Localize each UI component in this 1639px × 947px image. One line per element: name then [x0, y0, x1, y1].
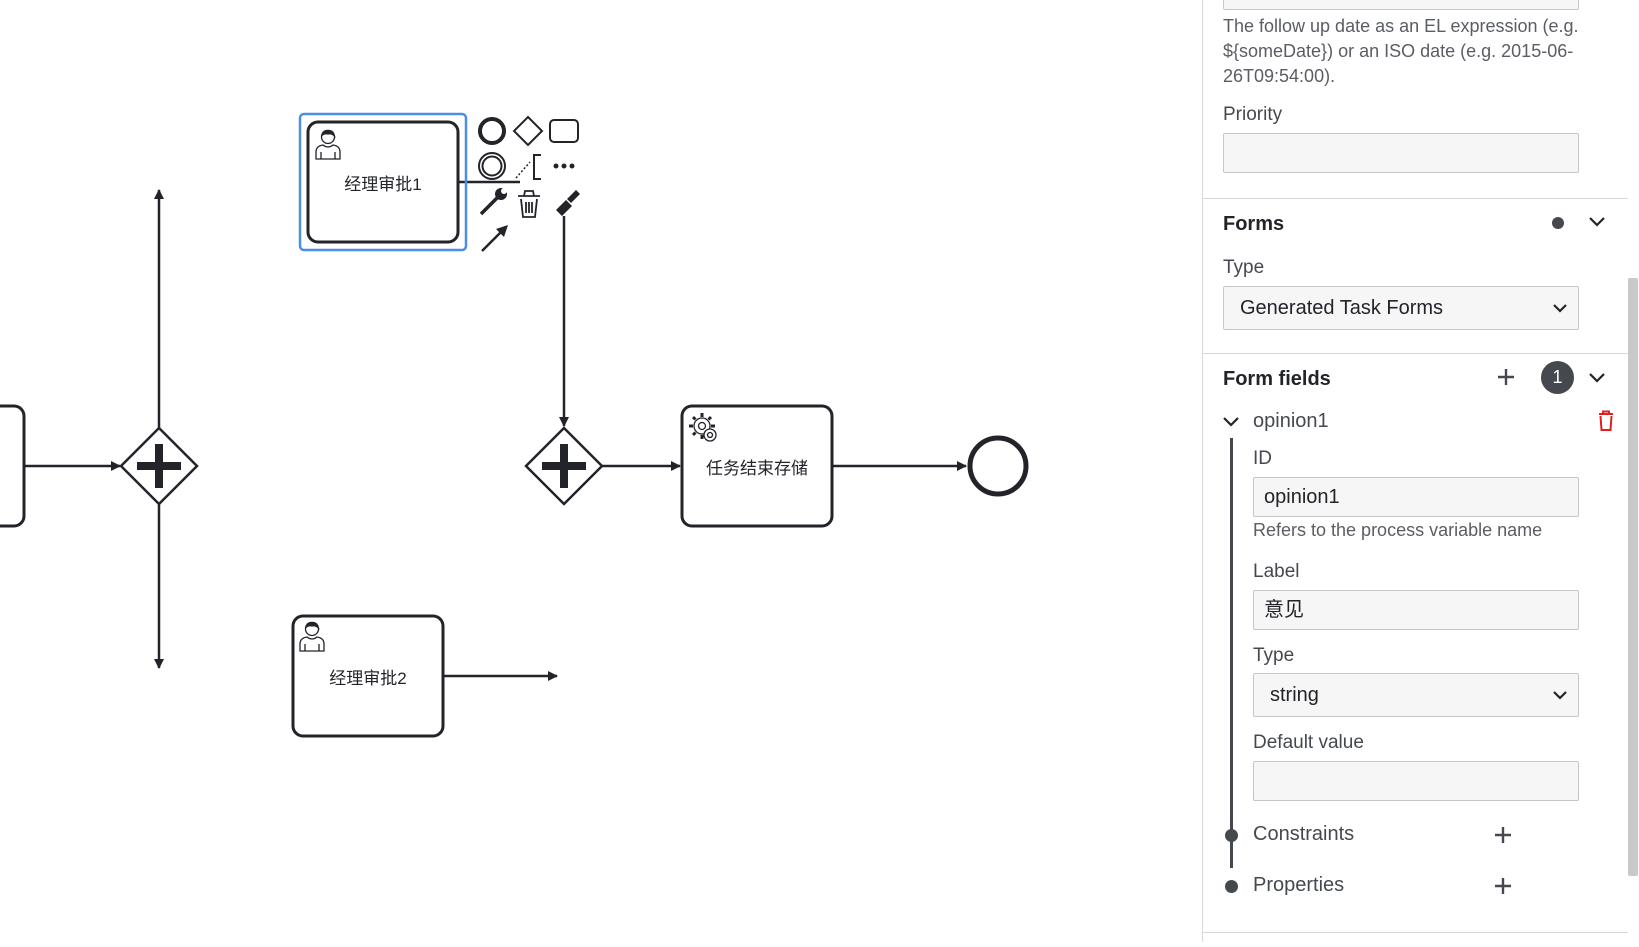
forms-type-select[interactable]: Generated Task Forms — [1223, 286, 1579, 330]
chevron-down-icon[interactable] — [1587, 214, 1607, 230]
follow-up-date-hint: The follow up date as an EL expression (… — [1223, 16, 1579, 86]
selection-outline — [298, 112, 468, 252]
field-type-select[interactable]: string — [1253, 673, 1579, 717]
parallel-gateway-split[interactable] — [119, 426, 199, 506]
forms-indicator-dot — [1552, 217, 1564, 229]
user-icon — [315, 129, 341, 160]
append-end-event-icon[interactable] — [478, 117, 506, 145]
parallel-gateway-join[interactable] — [524, 426, 604, 506]
connect-arrow-icon[interactable] — [481, 225, 508, 252]
wrench-icon[interactable] — [479, 188, 507, 216]
field-default-input[interactable] — [1253, 761, 1579, 801]
add-property-icon[interactable] — [1493, 876, 1513, 896]
field-label-label: Label — [1253, 561, 1300, 582]
priority-input[interactable] — [1223, 133, 1579, 173]
forms-header[interactable]: Forms — [1223, 213, 1285, 235]
divider — [1203, 932, 1628, 933]
add-constraint-icon[interactable] — [1493, 825, 1513, 845]
delete-icon[interactable] — [1597, 410, 1615, 432]
gear-icon — [689, 413, 717, 442]
tree-node-dot — [1225, 829, 1238, 842]
service-task[interactable] — [680, 404, 834, 528]
chevron-down-icon[interactable] — [1587, 370, 1607, 386]
append-text-annotation-icon[interactable] — [515, 154, 541, 180]
tree-node-dot — [1225, 880, 1238, 893]
append-gateway-icon[interactable] — [512, 115, 544, 147]
priority-label: Priority — [1223, 104, 1283, 125]
panel-scrollbar[interactable] — [1628, 278, 1638, 876]
append-task-icon[interactable] — [549, 119, 579, 143]
bpmn-diagram — [0, 112, 1029, 738]
field-type-value: string — [1270, 684, 1319, 706]
sequence-flows — [24, 180, 967, 681]
field-label-input[interactable]: 意见 — [1253, 590, 1579, 630]
follow-up-date-input[interactable] — [1223, 0, 1579, 10]
constraints-label: Constraints — [1253, 823, 1355, 845]
field-type-label: Type — [1253, 645, 1295, 666]
user-icon — [299, 621, 325, 652]
form-fields-header[interactable]: Form fields — [1223, 368, 1331, 390]
end-event[interactable] — [967, 435, 1029, 497]
forms-type-value: Generated Task Forms — [1240, 297, 1444, 319]
form-fields-count-badge: 1 — [1541, 361, 1574, 394]
user-task-approval-2[interactable] — [291, 614, 445, 738]
more-options-icon[interactable] — [553, 163, 575, 169]
form-field-name[interactable]: opinion1 — [1253, 410, 1329, 432]
user-task-approval-1[interactable] — [306, 120, 460, 244]
context-pad — [478, 115, 580, 252]
divider — [1203, 353, 1628, 354]
append-intermediate-event-icon[interactable] — [478, 152, 506, 180]
divider — [1203, 198, 1628, 199]
properties-label: Properties — [1253, 874, 1345, 896]
partial-task[interactable] — [0, 404, 26, 528]
field-default-label: Default value — [1253, 732, 1364, 753]
forms-type-label: Type — [1223, 257, 1265, 278]
select-chevron-icon — [1553, 691, 1567, 700]
field-tree-line — [1230, 438, 1233, 868]
paint-brush-icon[interactable] — [556, 190, 580, 216]
bpmn-canvas[interactable]: 经理审批1 经理审批2 任务结束存储 — [0, 0, 1202, 942]
task-label-service: 任务结束存储 — [706, 459, 808, 478]
collapse-field-chevron-icon[interactable] — [1221, 414, 1241, 430]
field-id-label: ID — [1253, 448, 1272, 469]
trash-icon[interactable] — [518, 190, 540, 218]
select-chevron-icon — [1553, 304, 1567, 313]
properties-panel: The follow up date as an EL expression (… — [1202, 0, 1639, 942]
field-id-hint: Refers to the process variable name — [1253, 520, 1543, 540]
task-label-approval-2: 经理审批2 — [329, 669, 407, 688]
field-id-input[interactable]: opinion1 — [1253, 477, 1579, 517]
add-form-field-icon[interactable] — [1496, 367, 1516, 387]
task-label-approval-1: 经理审批1 — [344, 175, 422, 194]
